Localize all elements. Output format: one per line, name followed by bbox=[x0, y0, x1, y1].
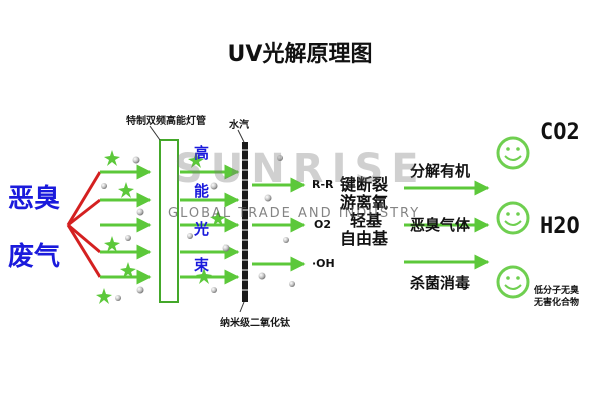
result-decompose: 分解有机 bbox=[410, 162, 471, 180]
catalyst-top-pointer bbox=[237, 129, 245, 143]
product-harmless-1: 低分子无臭 bbox=[534, 286, 580, 296]
molecule-balls bbox=[101, 155, 295, 301]
lamp-char-4: 束 bbox=[194, 256, 210, 274]
catalyst-stripes bbox=[242, 149, 248, 291]
left-label-line1: 恶臭 bbox=[8, 184, 61, 214]
watermark-brand: SUNRISE bbox=[174, 146, 427, 192]
watermark-tagline: GLOBAL TRADE AND INDUSTRY bbox=[168, 206, 421, 221]
left-label-line2: 废气 bbox=[8, 242, 61, 272]
lamp-char-2: 能 bbox=[194, 182, 210, 200]
result-sterilize: 杀菌消毒 bbox=[410, 274, 471, 292]
lamp-tube bbox=[159, 139, 179, 303]
light-sparkles bbox=[96, 150, 226, 304]
catalyst-bottom-label: 纳米级二氧化钛 bbox=[220, 318, 290, 329]
result-odor-gas: 恶臭气体 bbox=[410, 216, 471, 234]
catalyst-bar bbox=[242, 142, 248, 302]
bond-text-3: 轻基 bbox=[350, 211, 383, 230]
bond-text-2: 游离氧 bbox=[340, 193, 389, 212]
product-h2o: H2O bbox=[540, 214, 580, 239]
catalyst-to-chem-arrows bbox=[252, 177, 306, 272]
catalyst-bottom-pointer bbox=[239, 301, 245, 313]
chem-oh: ·OH bbox=[312, 257, 335, 270]
lamp-label-pointer bbox=[149, 125, 161, 141]
lamp-to-catalyst-arrows bbox=[180, 164, 240, 285]
input-arrows bbox=[100, 164, 152, 285]
chem-o2: O2 bbox=[314, 218, 332, 231]
lamp-char-3: 光 bbox=[194, 220, 210, 238]
product-co2: CO2 bbox=[540, 120, 580, 145]
chem-rr: R-R bbox=[312, 178, 334, 191]
smiley-harmless bbox=[496, 265, 530, 299]
page-title: UV光解原理图 bbox=[227, 42, 373, 67]
product-harmless-2: 无害化合物 bbox=[534, 298, 580, 308]
red-split-lines bbox=[66, 171, 102, 278]
lamp-label: 特制双频高能灯管 bbox=[126, 116, 206, 127]
bond-text-4: 自由基 bbox=[340, 229, 389, 248]
catalyst-top-label: 水汽 bbox=[229, 120, 249, 131]
smiley-h2o bbox=[496, 201, 530, 235]
result-arrows bbox=[404, 180, 490, 270]
lamp-char-1: 高 bbox=[194, 144, 210, 162]
smiley-co2 bbox=[496, 136, 530, 170]
bond-text-1: 键断裂 bbox=[340, 175, 389, 194]
